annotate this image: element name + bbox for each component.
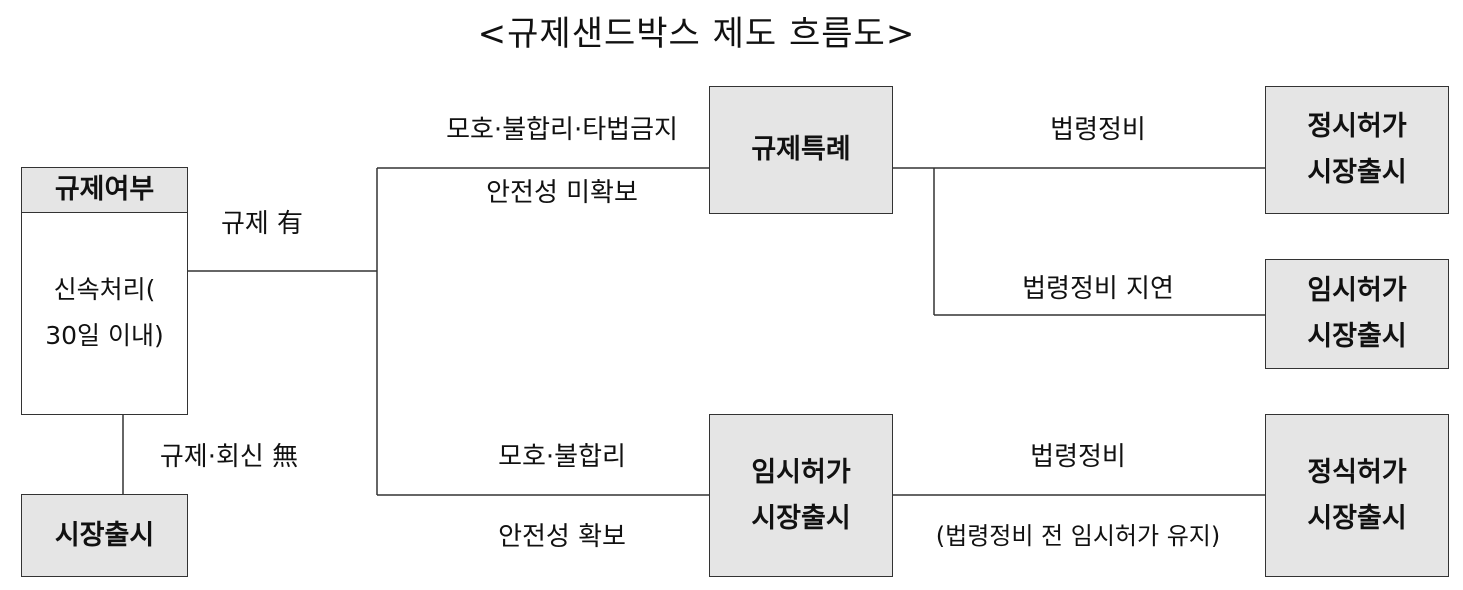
label-law-fix-keep: (법령정비 전 임시허가 유지) [935,522,1221,550]
regular-permit-box: 정시허가 시장출시 [1265,86,1449,214]
special-case-label: 규제특례 [751,134,851,165]
formal-permit-text: 정식허가 시장출시 [1307,450,1406,542]
label-regulation-yes: 규제 有 [220,209,304,239]
regulation-check-body: 신속처리( 30일 이내) [22,213,187,359]
regular-permit-line2: 시장출시 [1307,157,1407,188]
label-regulation-none: 규제·회신 無 [159,442,299,472]
label-bottom-branch-above: 모호·불합리 [498,442,626,472]
temp-permit-right-text: 임시허가 시장출시 [1307,268,1406,360]
market-launch-box: 시장출시 [21,494,188,577]
market-launch-label: 시장출시 [54,519,155,551]
label-bottom-branch-below: 안전성 확보 [498,522,626,552]
label-top-branch-below: 안전성 미확보 [486,178,638,208]
regular-permit-line1: 정시허가 [1307,111,1407,142]
regulation-check-header: 규제여부 [22,168,187,213]
formal-permit-line1: 정식허가 [1307,456,1407,488]
temp-permit-right-box: 임시허가 시장출시 [1265,259,1449,369]
temp-permit-right-line1: 임시허가 [1307,275,1407,306]
regular-permit-text: 정시허가 시장출시 [1307,104,1406,196]
regulation-check-body-line2: 30일 이내) [45,321,164,350]
label-law-fix-delay: 법령정비 지연 [1022,274,1174,304]
diagram-title: <규제샌드박스 제도 흐름도> [477,14,916,54]
temp-permit-center-text: 임시허가 시장출시 [751,450,850,542]
special-case-box: 규제특례 [709,86,893,214]
label-law-fix-bottom: 법령정비 [1030,442,1126,472]
formal-permit-box: 정식허가 시장출시 [1265,414,1449,577]
regulation-check-body-line1: 신속처리( [53,275,156,304]
label-top-branch-above: 모호·불합리·타법금지 [446,115,678,145]
formal-permit-line2: 시장출시 [1307,502,1407,534]
label-law-fix-top: 법령정비 [1050,115,1146,145]
regulation-check-box: 규제여부 신속처리( 30일 이내) [21,167,188,415]
temp-permit-right-line2: 시장출시 [1307,321,1407,352]
temp-permit-center-line2: 시장출시 [751,502,851,534]
temp-permit-center-box: 임시허가 시장출시 [709,414,893,577]
temp-permit-center-line1: 임시허가 [751,456,851,488]
